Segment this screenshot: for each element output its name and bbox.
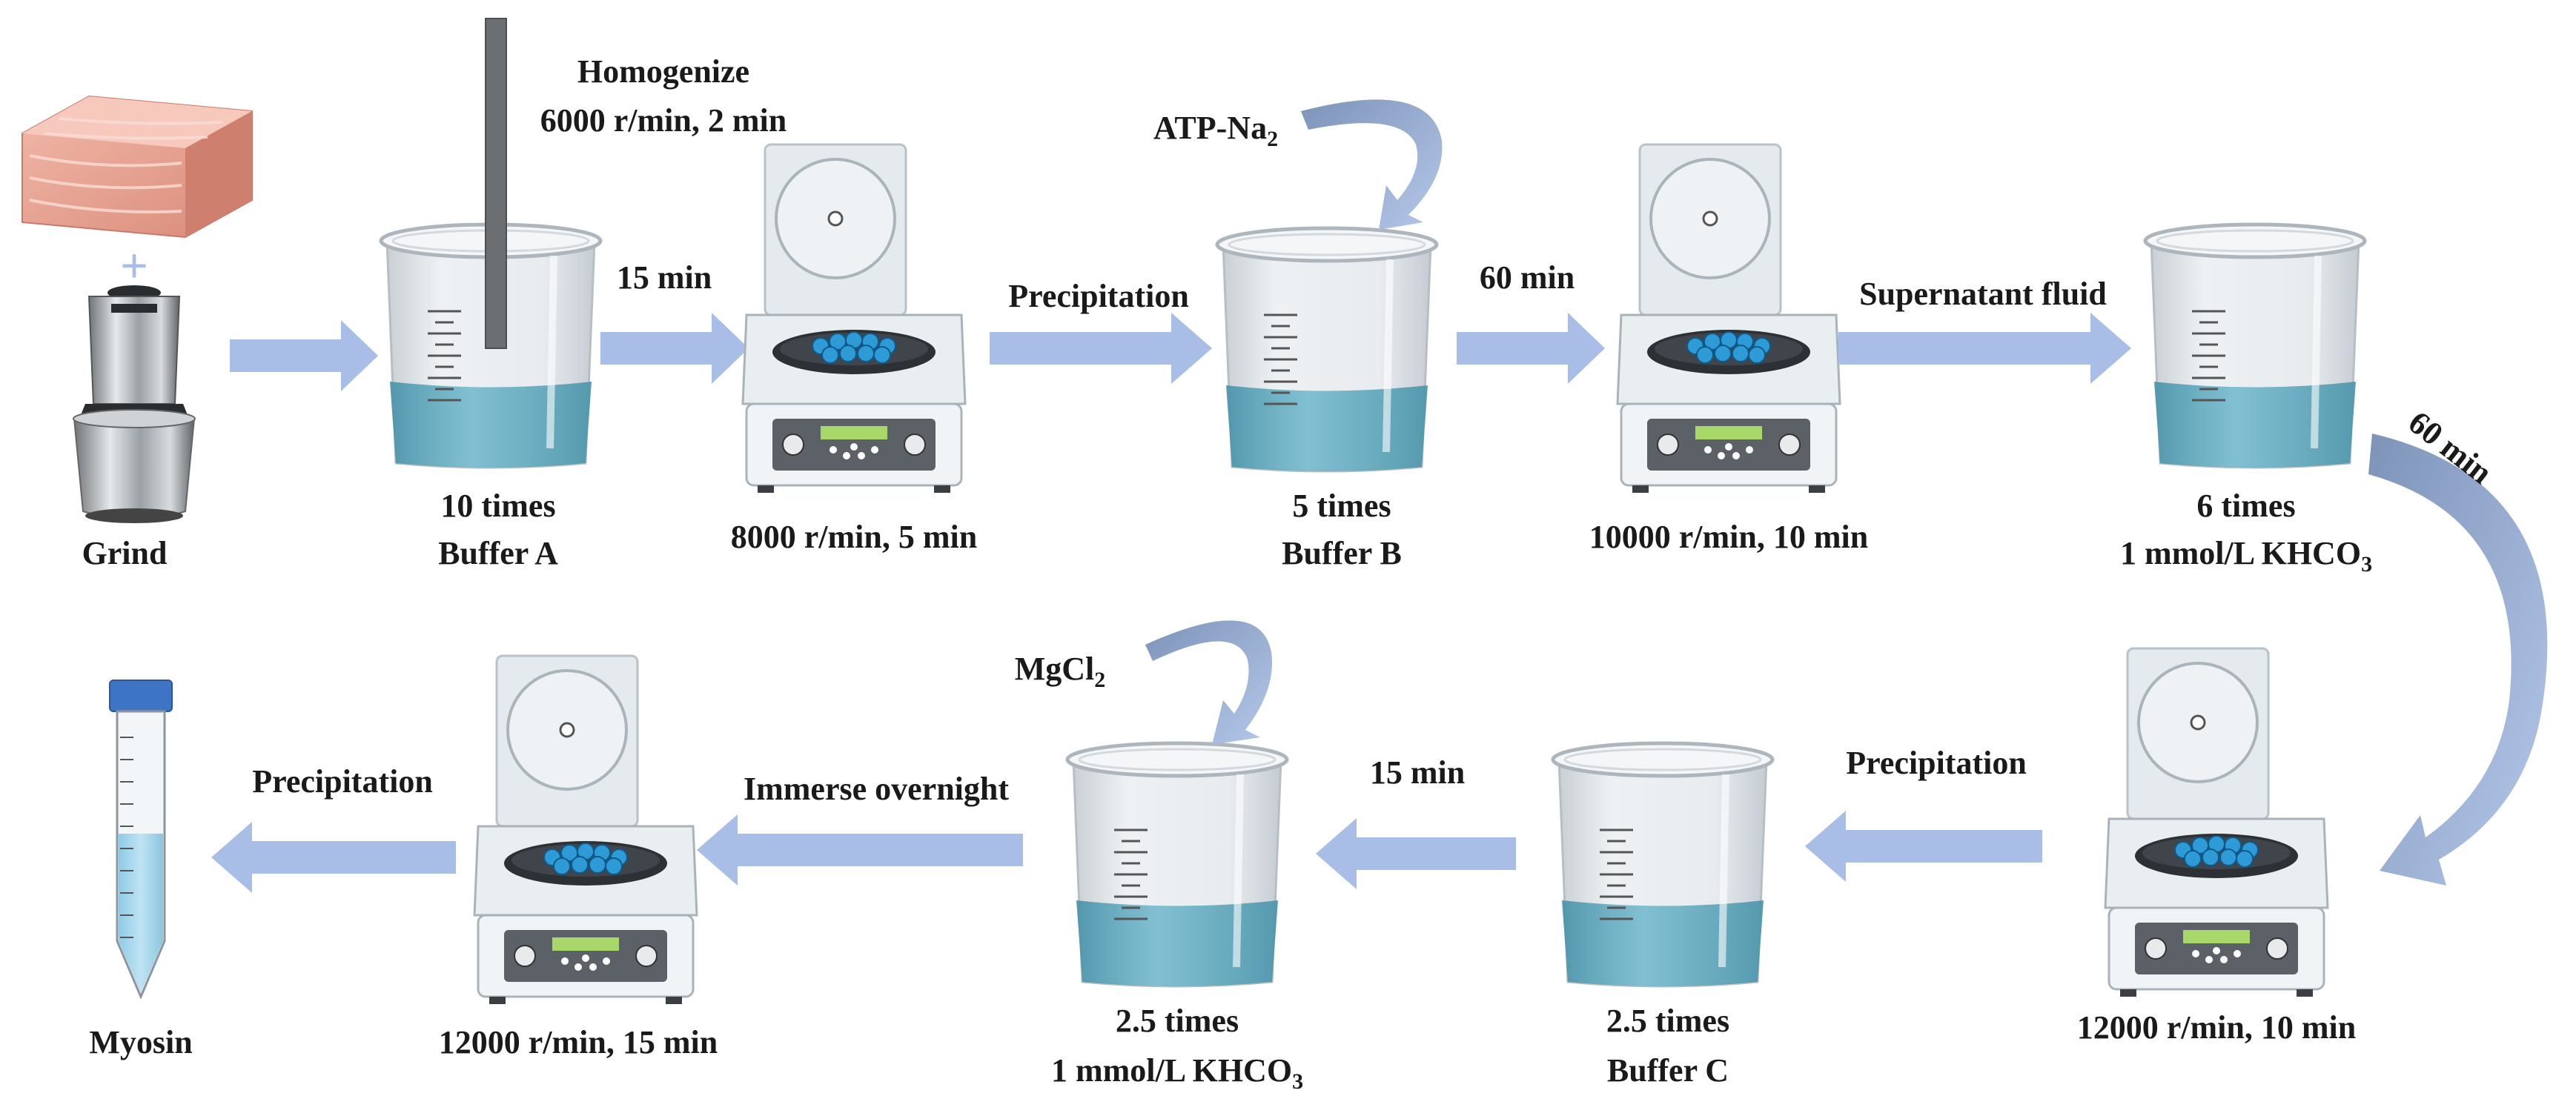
label-buffer-b-name: Buffer B bbox=[1282, 535, 1402, 571]
beaker-buffer-b bbox=[1217, 228, 1437, 471]
label-arrow-15min: 15 min bbox=[616, 259, 712, 296]
mgcl2-curved-arrow bbox=[1145, 620, 1272, 745]
label-myosin: Myosin bbox=[89, 1024, 193, 1060]
arrow-to-buffer-a bbox=[230, 320, 378, 391]
label-grind: Grind bbox=[82, 535, 168, 571]
centrifuge-2 bbox=[1616, 143, 1841, 494]
grinder-icon bbox=[73, 285, 196, 523]
label-arrow-60min: 60 min bbox=[1479, 259, 1575, 296]
beaker-khco3-2-5 bbox=[1067, 743, 1287, 986]
label-arrow-15min-2: 15 min bbox=[1369, 754, 1466, 791]
label-khco3b-conc: 1 mmol/L KHCO3 bbox=[1050, 1052, 1304, 1094]
centrifuge-1 bbox=[741, 143, 967, 494]
arrow-precipitation-3 bbox=[211, 822, 456, 893]
label-buffer-c-times: 2.5 times bbox=[1606, 1003, 1730, 1039]
arrow-15min bbox=[600, 313, 749, 384]
label-mgcl2: MgCl2 bbox=[1014, 651, 1106, 692]
centrifuge-4 bbox=[473, 654, 698, 1006]
label-arrow-precipitation-1: Precipitation bbox=[1008, 278, 1189, 314]
label-centrifuge-2: 10000 r/min, 10 min bbox=[1589, 519, 1869, 555]
arrow-60min bbox=[1457, 313, 1605, 384]
label-buffer-a-times: 10 times bbox=[440, 488, 556, 524]
arrow-supernatant bbox=[1838, 313, 2131, 384]
beaker-buffer-c bbox=[1553, 743, 1772, 986]
label-centrifuge-4: 12000 r/min, 15 min bbox=[438, 1024, 718, 1060]
label-atp-na2: ATP-Na2 bbox=[1153, 110, 1279, 151]
label-arrow-supernatant: Supernatant fluid bbox=[1859, 276, 2107, 312]
homogenizer-probe bbox=[485, 18, 507, 349]
plus-sign: + bbox=[120, 239, 148, 292]
atp-curved-arrow bbox=[1301, 99, 1443, 230]
beaker-khco3-6 bbox=[2145, 225, 2365, 468]
label-khco3b-times: 2.5 times bbox=[1115, 1003, 1239, 1039]
label-homogenize-title: Homogenize bbox=[577, 53, 750, 90]
label-arrow-immerse-overnight: Immerse overnight bbox=[743, 771, 1010, 807]
label-khco3-conc: 1 mmol/L KHCO3 bbox=[2119, 535, 2373, 577]
centrifuge-3 bbox=[2104, 647, 2329, 998]
arrow-immerse-overnight bbox=[697, 814, 1023, 886]
fish-meat-icon bbox=[21, 95, 253, 239]
label-centrifuge-1: 8000 r/min, 5 min bbox=[730, 519, 978, 555]
label-buffer-b-times: 5 times bbox=[1292, 488, 1391, 524]
label-khco3-times: 6 times bbox=[2196, 488, 2296, 524]
label-arrow-precipitation-3: Precipitation bbox=[252, 763, 433, 800]
label-arrow-precipitation-2: Precipitation bbox=[1846, 745, 2027, 781]
arrow-precipitation-1 bbox=[990, 313, 1212, 384]
curved-arrow-60min bbox=[2368, 434, 2548, 886]
label-homogenize-params: 6000 r/min, 2 min bbox=[540, 102, 787, 139]
arrow-15min-2 bbox=[1316, 818, 1516, 889]
label-centrifuge-3: 12000 r/min, 10 min bbox=[2076, 1009, 2357, 1046]
arrow-precipitation-2 bbox=[1805, 811, 2042, 882]
label-buffer-c-name: Buffer C bbox=[1606, 1052, 1729, 1089]
label-buffer-a-name: Buffer A bbox=[438, 535, 558, 571]
myosin-tube-icon bbox=[109, 680, 173, 1000]
